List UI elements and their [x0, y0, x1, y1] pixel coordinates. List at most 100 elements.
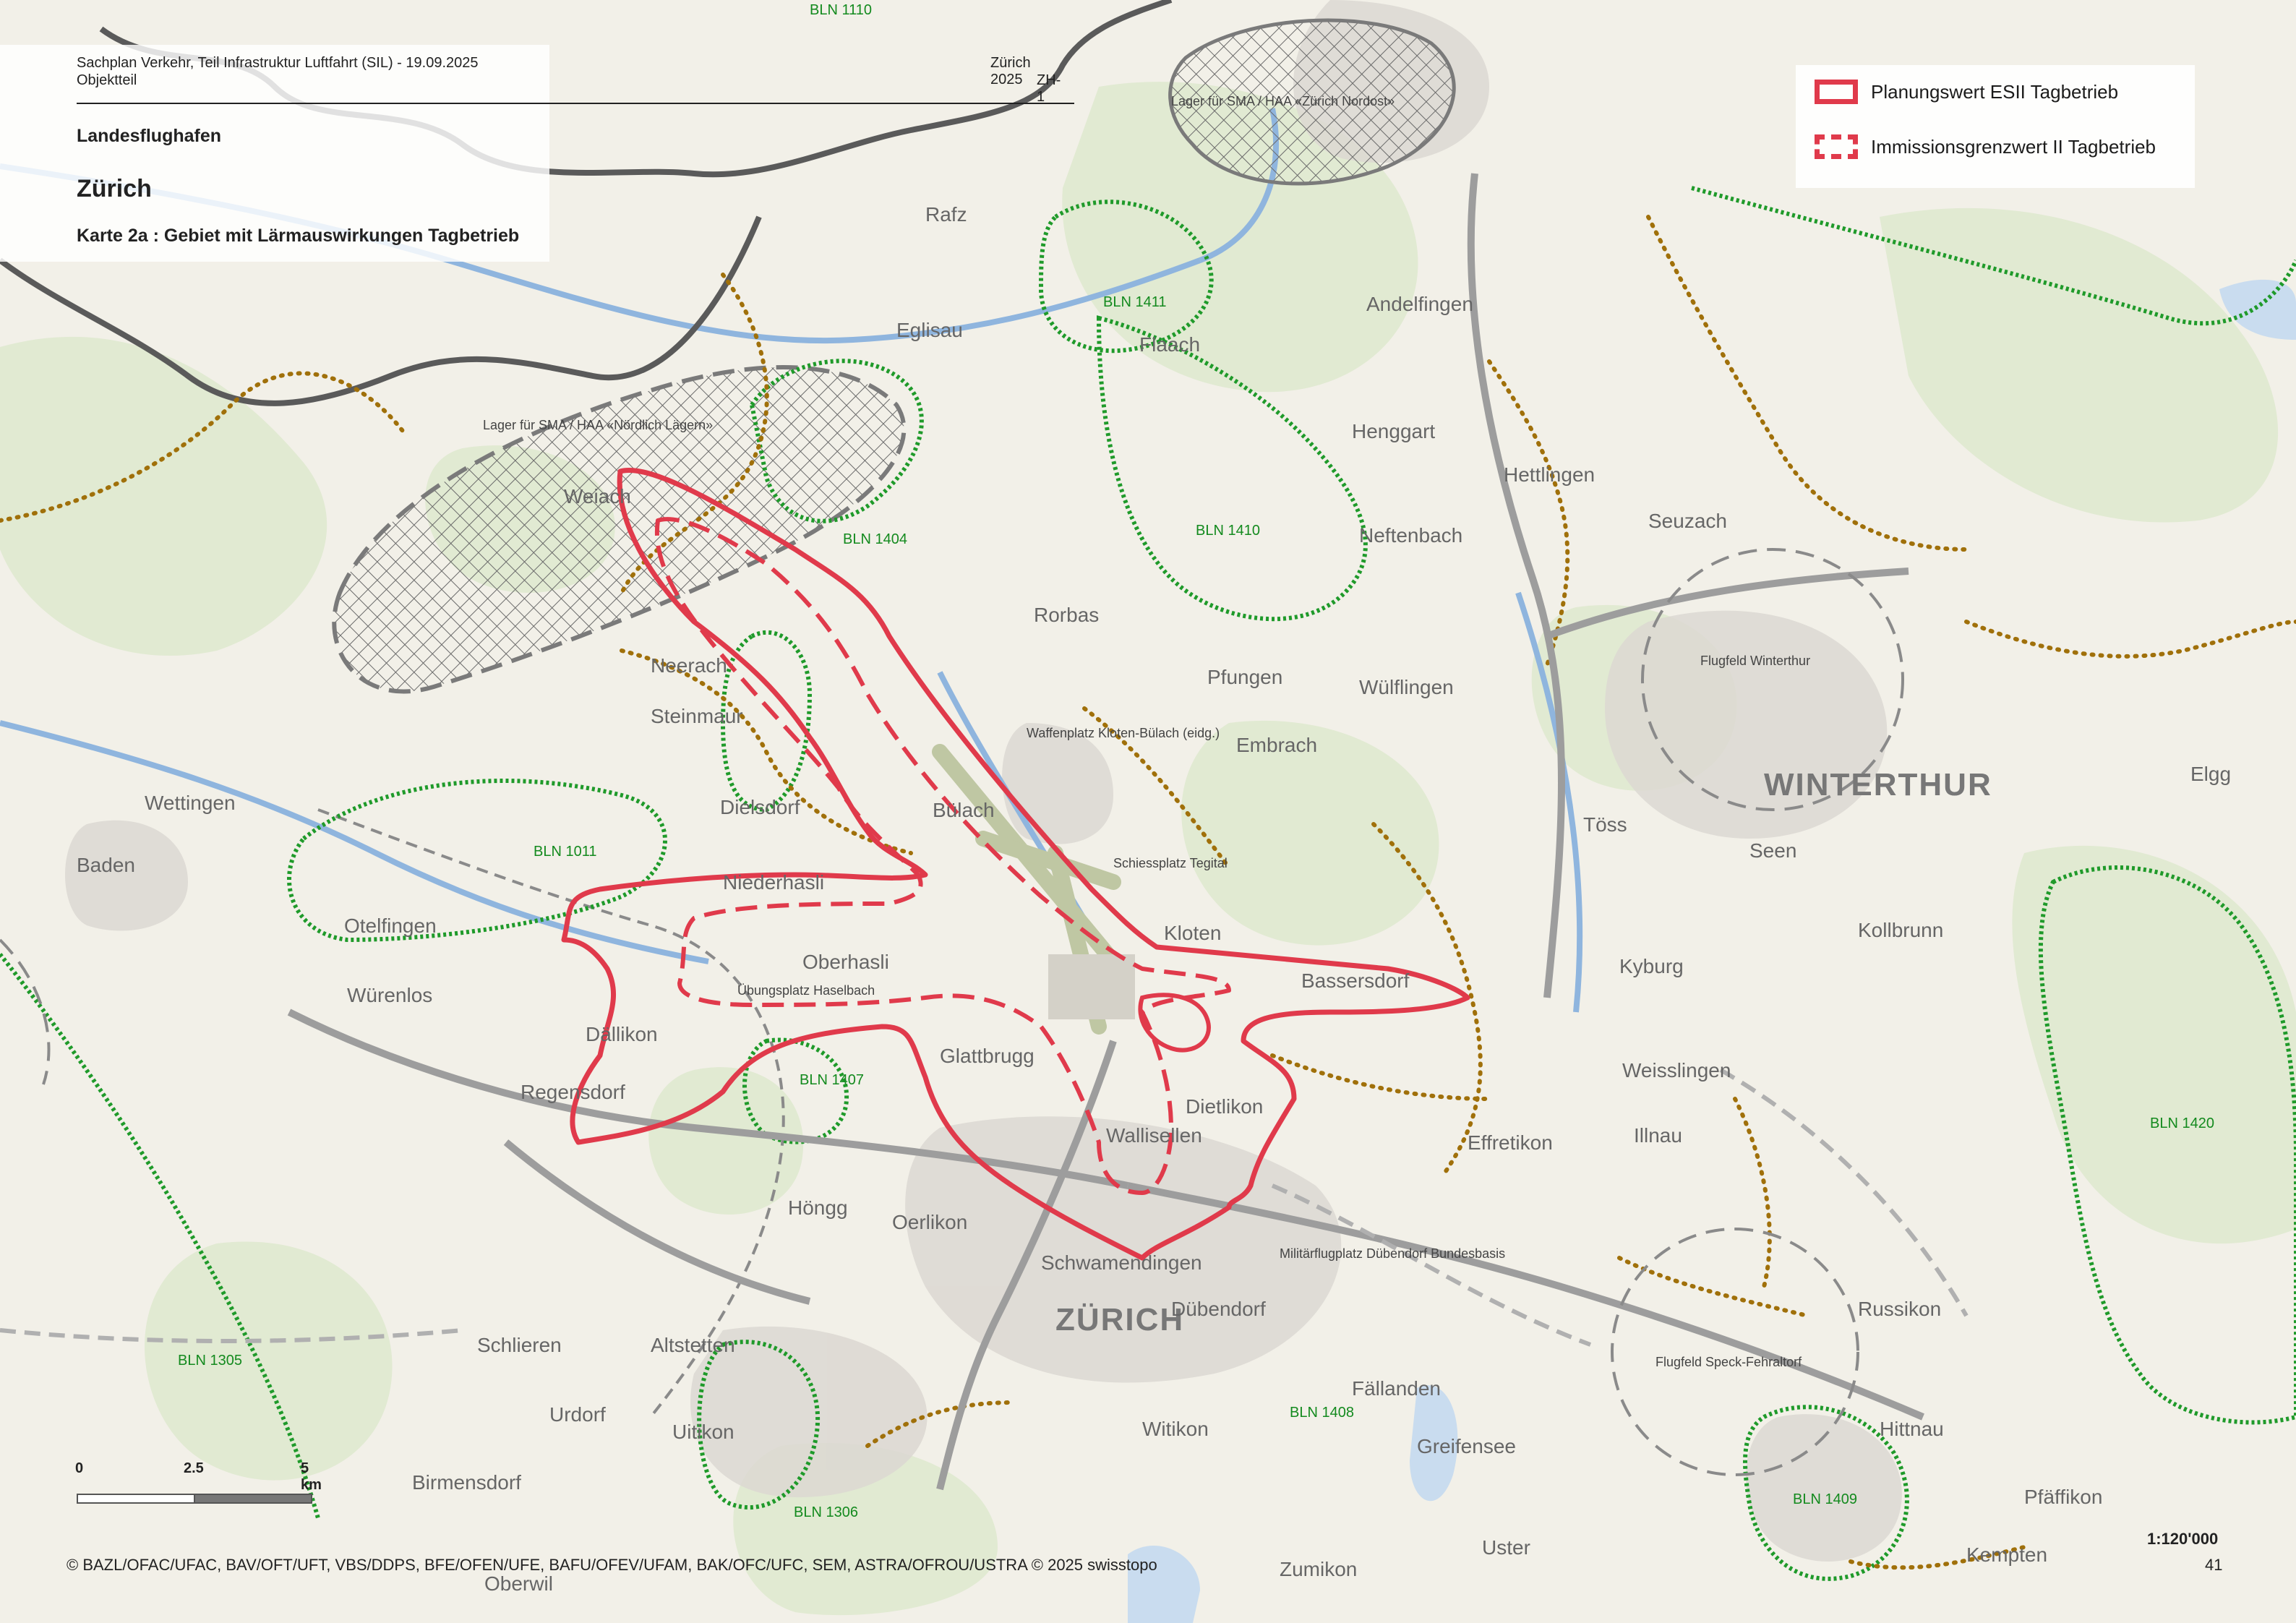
facility-labels: Lager für SMA / HAA «Nördlich Lägern» La… — [483, 94, 1810, 1369]
svg-text:Hettlingen: Hettlingen — [1504, 463, 1595, 486]
svg-text:Rorbas: Rorbas — [1034, 604, 1099, 626]
svg-text:BLN 1305: BLN 1305 — [178, 1353, 242, 1369]
map-title: Karte 2a : Gebiet mit Lärmauswirkungen T… — [77, 226, 520, 246]
motorways — [287, 173, 1924, 1491]
svg-text:Altstetten: Altstetten — [651, 1334, 735, 1356]
planungswert-esii-contour — [561, 468, 1470, 1261]
legend: Planungswert ESII Tagbetrieb Immissionsg… — [1796, 65, 2195, 188]
scale-bar-segment-2 — [194, 1494, 312, 1504]
legend-solid-symbol — [1815, 80, 1858, 104]
svg-text:Henggart: Henggart — [1352, 420, 1435, 442]
svg-text:BLN 1410: BLN 1410 — [1196, 523, 1260, 539]
svg-text:Schiessplatz Tegital: Schiessplatz Tegital — [1113, 856, 1228, 870]
svg-text:Fällanden: Fällanden — [1352, 1377, 1441, 1400]
svg-text:BLN 1407: BLN 1407 — [800, 1072, 864, 1088]
scale-bar-segment-1 — [77, 1494, 195, 1504]
svg-text:Glattbrugg: Glattbrugg — [940, 1045, 1035, 1067]
svg-text:Flugfeld Speck-Fehraltorf: Flugfeld Speck-Fehraltorf — [1655, 1355, 1802, 1369]
lakes — [1128, 279, 2296, 1623]
railways — [0, 1068, 1969, 1347]
svg-text:Pfäffikon: Pfäffikon — [2024, 1486, 2102, 1508]
svg-text:Kollbrunn: Kollbrunn — [1858, 919, 1943, 941]
svg-text:Wallisellen: Wallisellen — [1106, 1124, 1202, 1147]
svg-text:WINTERTHUR: WINTERTHUR — [1764, 767, 1992, 802]
svg-text:Regensdorf: Regensdorf — [521, 1081, 625, 1103]
edition-label: Zürich 2025 — [990, 55, 1031, 87]
svg-text:Dällikon: Dällikon — [586, 1023, 658, 1045]
immissionsgrenzwert-ii-kloten-loop — [1138, 993, 1211, 1053]
svg-text:Würenlos: Würenlos — [347, 984, 432, 1006]
bln-boundaries — [0, 186, 2296, 1581]
svg-text:Lager für SMA / HAA «Zürich No: Lager für SMA / HAA «Zürich Nordost» — [1171, 94, 1395, 108]
city-labels: ZÜRICH WINTERTHUR — [1055, 767, 1992, 1337]
svg-text:Lager für SMA / HAA «Nördlich: Lager für SMA / HAA «Nördlich Lägern» — [483, 418, 713, 432]
sheet-code: ZH-1 — [1037, 72, 1061, 105]
place-labels: Rafz Eglisau Bülach Kloten Glattbrugg Re… — [77, 203, 2231, 1595]
svg-text:Illnau: Illnau — [1634, 1124, 1682, 1147]
section-label: Objektteil — [77, 72, 137, 88]
svg-text:Neerach: Neerach — [651, 654, 727, 677]
svg-text:Wettingen: Wettingen — [145, 792, 236, 814]
cantonal-border — [317, 808, 785, 1418]
svg-text:BLN 1110: BLN 1110 — [810, 2, 872, 18]
svg-text:Kyburg: Kyburg — [1619, 955, 1684, 977]
svg-text:Greifensee: Greifensee — [1417, 1435, 1516, 1457]
svg-text:Eglisau: Eglisau — [896, 319, 963, 341]
legend-dashed-symbol — [1815, 134, 1858, 159]
svg-text:Hittnau: Hittnau — [1880, 1418, 1944, 1440]
airfield-zones — [0, 548, 1904, 1476]
svg-text:BLN 1409: BLN 1409 — [1793, 1491, 1857, 1507]
svg-text:Bassersdorf: Bassersdorf — [1301, 969, 1410, 992]
national-border-west — [0, 215, 762, 406]
svg-text:Dietlikon: Dietlikon — [1186, 1095, 1263, 1118]
immissionsgrenzwert-ii-contour — [654, 517, 1231, 1195]
svg-text:Weisslingen: Weisslingen — [1622, 1059, 1731, 1082]
svg-text:Schwamendingen: Schwamendingen — [1041, 1251, 1202, 1274]
svg-text:Andelfingen: Andelfingen — [1366, 293, 1473, 315]
svg-text:Effretikon: Effretikon — [1468, 1131, 1553, 1154]
svg-text:Embrach: Embrach — [1236, 734, 1317, 756]
page-number: 41 — [2205, 1556, 2223, 1574]
svg-text:Elgg: Elgg — [2190, 763, 2231, 785]
svg-text:BLN 1420: BLN 1420 — [2150, 1115, 2214, 1131]
svg-text:Zumikon: Zumikon — [1280, 1558, 1357, 1580]
svg-text:Flaach: Flaach — [1139, 333, 1200, 356]
svg-text:Urdorf: Urdorf — [549, 1403, 606, 1426]
svg-text:BLN 1408: BLN 1408 — [1290, 1405, 1354, 1421]
map-header: Sachplan Verkehr, Teil Infrastruktur Luf… — [0, 45, 1074, 262]
svg-text:Baden: Baden — [77, 854, 135, 876]
svg-text:Uitikon: Uitikon — [672, 1421, 734, 1443]
svg-text:Waffenplatz Kloten-Bülach (eid: Waffenplatz Kloten-Bülach (eidg.) — [1027, 726, 1220, 740]
svg-text:Schlieren: Schlieren — [477, 1334, 562, 1356]
svg-text:Weiach: Weiach — [564, 485, 631, 508]
svg-text:Pfungen: Pfungen — [1207, 666, 1282, 688]
svg-text:Kempten: Kempten — [1966, 1543, 2047, 1566]
svg-text:BLN 1411: BLN 1411 — [1103, 294, 1166, 310]
svg-text:Oerlikon: Oerlikon — [892, 1211, 967, 1233]
repository-site-zuerich-nordost — [1168, 18, 1456, 186]
repository-site-noerdlich-laegern — [332, 365, 907, 694]
copyright-credits: © BAZL/OFAC/UFAC, BAV/OFT/UFT, VBS/DDPS,… — [67, 1556, 1157, 1574]
svg-text:Neftenbach: Neftenbach — [1359, 524, 1462, 547]
svg-text:Steinmaur: Steinmaur — [651, 705, 743, 727]
map-scale: 1:120'000 — [2147, 1530, 2219, 1548]
svg-text:Oberhasli: Oberhasli — [802, 951, 889, 973]
svg-text:Militärflugplatz Dübendorf Bun: Militärflugplatz Dübendorf Bundesbasis — [1280, 1246, 1505, 1261]
bln-labels: BLN 1110 BLN 1411 BLN 1404 BLN 1410 BLN … — [178, 2, 2214, 1520]
airport-name: Zürich — [77, 175, 152, 202]
svg-text:Wülflingen: Wülflingen — [1359, 676, 1454, 698]
svg-text:Bülach: Bülach — [933, 799, 995, 821]
scale-bar: 0 2.5 5 km — [75, 1460, 322, 1504]
svg-text:Uster: Uster — [1482, 1536, 1530, 1559]
scale-bar-label-0: 0 — [75, 1460, 84, 1476]
svg-text:Otelfingen: Otelfingen — [344, 915, 437, 937]
svg-text:BLN 1011: BLN 1011 — [534, 844, 596, 860]
hiking-paths — [0, 215, 2296, 1570]
scale-bar-label-end: 5 km — [301, 1460, 322, 1493]
svg-text:Witikon: Witikon — [1142, 1418, 1209, 1440]
legend-label-planungswert: Planungswert ESII Tagbetrieb — [1871, 81, 2119, 103]
legend-label-immissionsgrenzwert: Immissionsgrenzwert II Tagbetrieb — [1871, 136, 2156, 158]
svg-text:Übungsplatz Haselbach: Übungsplatz Haselbach — [737, 983, 875, 998]
